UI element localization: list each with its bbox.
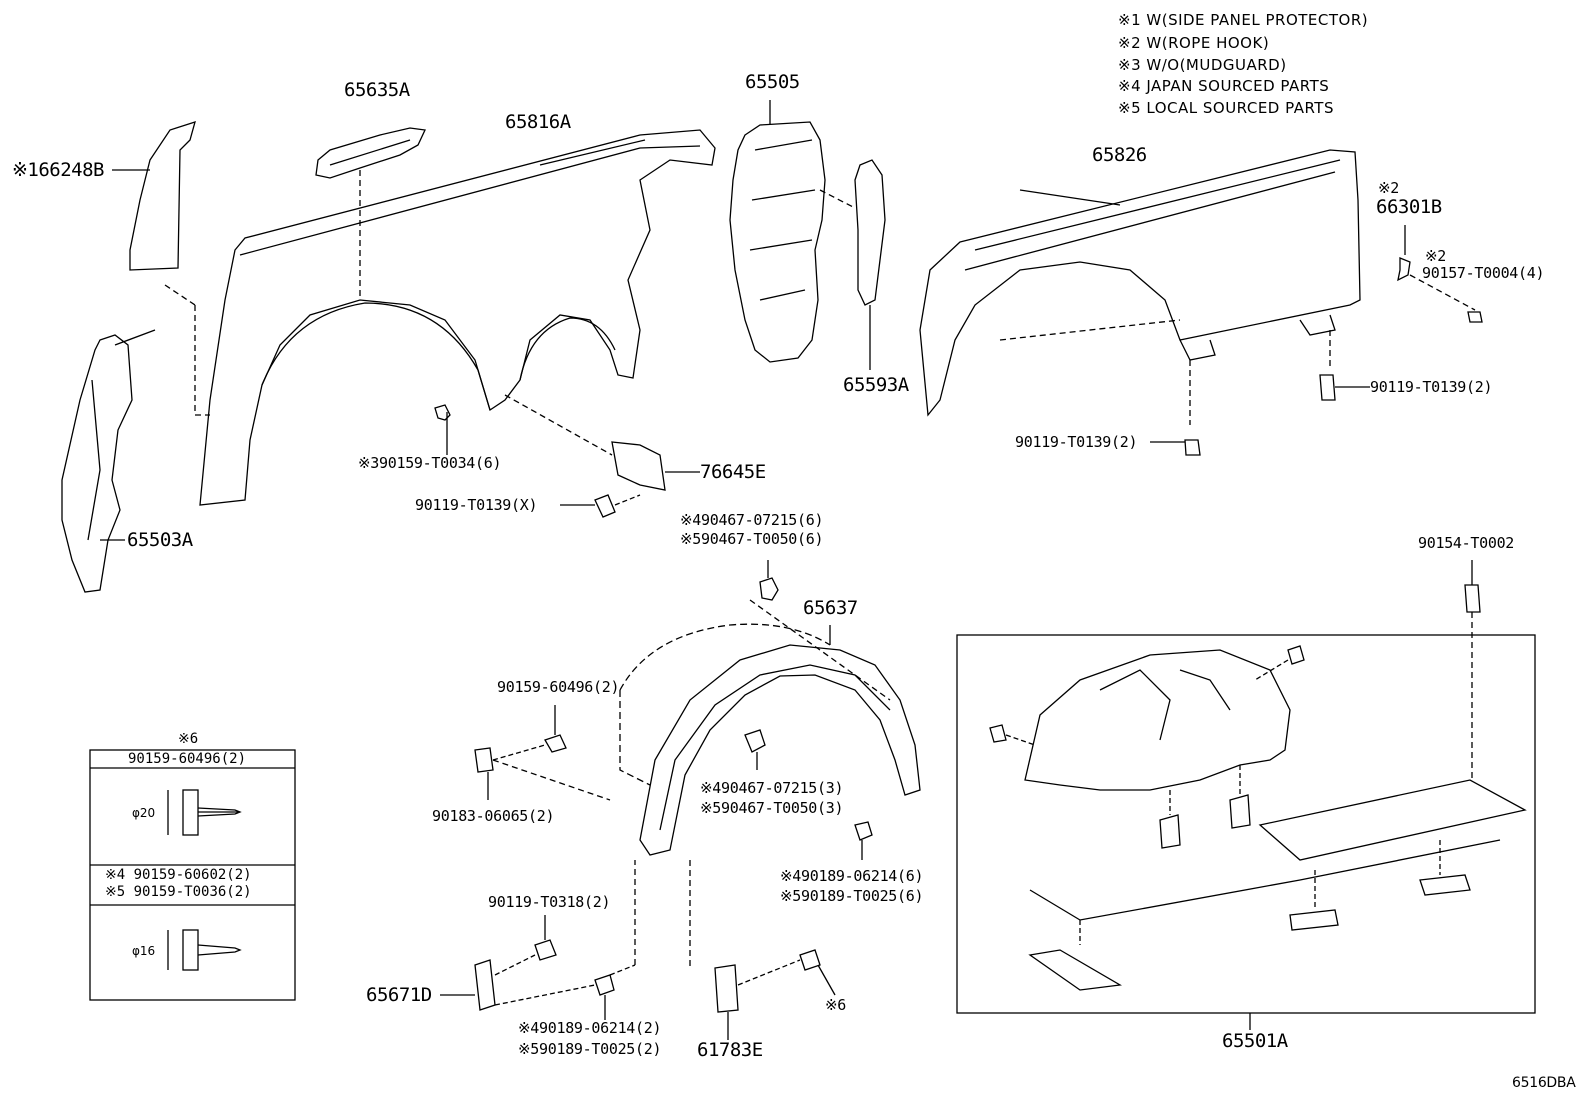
bolt-90119-T0318 xyxy=(534,915,557,961)
label-90467-a1: ※490467-07215(6) xyxy=(680,511,824,529)
label-65503A: 65503A xyxy=(127,529,193,551)
part-65816A-side-panel xyxy=(199,129,716,506)
label-66248B: ※166248B xyxy=(12,159,105,181)
label-90159-60496: 90159-60496(2) xyxy=(497,678,620,696)
label-90467-b1: ※490467-07215(3) xyxy=(700,779,844,797)
label-90154: 90154-T0002 xyxy=(1418,534,1515,552)
label-90467-b2: ※590467-T0050(3) xyxy=(700,799,844,817)
note-2: ※2 W(ROPE HOOK) xyxy=(1118,34,1270,52)
label-90119-r: 90119-T0139(2) xyxy=(1370,378,1493,396)
bolt-90119-T0139-r xyxy=(1319,374,1370,401)
label-66301B: 66301B xyxy=(1376,196,1442,218)
clip-90467-upper xyxy=(759,560,779,601)
label-90189-b1: ※490189-06214(2) xyxy=(518,1019,662,1037)
note-5: ※5 LOCAL SOURCED PARTS xyxy=(1118,99,1334,117)
bolt-90159-60496 xyxy=(544,705,567,753)
label-61783E: 61783E xyxy=(697,1039,763,1061)
label-65593A: 65593A xyxy=(843,374,909,396)
label-90467-a2: ※590467-T0050(6) xyxy=(680,530,824,548)
bracket-76645E xyxy=(504,394,700,491)
part-66248B-protector xyxy=(112,121,196,271)
note-3: ※3 W/O(MUDGUARD) xyxy=(1118,56,1287,74)
label-65826: 65826 xyxy=(1092,144,1147,166)
clip-90189-right xyxy=(854,821,873,860)
label-65501A: 65501A xyxy=(1222,1030,1288,1052)
nut-90183-06065 xyxy=(474,744,611,801)
label-65637: 65637 xyxy=(803,597,858,619)
legend-dim-1: φ20 xyxy=(132,806,156,820)
bolt-90119-T0139-c xyxy=(1150,439,1201,456)
part-66301B-hook xyxy=(1397,225,1483,323)
label-90189-a2: ※590189-T0025(6) xyxy=(780,887,924,905)
label-mark6: ※6 xyxy=(825,996,846,1014)
part-65637-liner xyxy=(619,599,921,856)
label-90183: 90183-06065(2) xyxy=(432,807,555,825)
label-90189-b2: ※590189-T0025(2) xyxy=(518,1040,662,1058)
label-90157: 90157-T0004(4) xyxy=(1422,264,1545,282)
bolt-90154-T0002 xyxy=(1464,560,1481,780)
label-65671D: 65671D xyxy=(366,984,432,1006)
label-65505: 65505 xyxy=(745,71,800,93)
part-65826-inner-panel xyxy=(919,149,1361,425)
label-65816A: 65816A xyxy=(505,111,571,133)
fastener-legend-box xyxy=(89,749,296,1001)
label-90119-x: 90119-T0139(X) xyxy=(415,496,538,514)
part-65501A-box xyxy=(956,634,1536,1030)
legend-dim-2: φ16 xyxy=(132,944,156,958)
bolt-90119-T0139-x xyxy=(560,494,641,518)
note-4: ※4 JAPAN SOURCED PARTS xyxy=(1118,77,1330,95)
legend-header: 90159-60496(2) xyxy=(128,751,247,767)
label-90119-c: 90119-T0139(2) xyxy=(1015,433,1138,451)
note-1: ※1 W(SIDE PANEL PROTECTOR) xyxy=(1118,11,1369,29)
label-76645E: 76645E xyxy=(700,461,766,483)
legend-mark: ※6 xyxy=(178,731,199,747)
part-65503A-extension xyxy=(61,329,156,593)
bracket-65671D xyxy=(440,954,596,1011)
clip-90467-mid xyxy=(744,729,766,770)
label-90119-T0318: 90119-T0318(2) xyxy=(488,893,611,911)
part-65635A-bracket xyxy=(315,127,426,300)
label-66301B-mark: ※2 xyxy=(1378,179,1399,197)
label-65635A: 65635A xyxy=(344,79,410,101)
part-65593A-strip xyxy=(819,159,886,370)
label-90159-T0034: ※390159-T0034(6) xyxy=(358,454,502,472)
drawing-code: 6516DBA xyxy=(1512,1075,1576,1091)
plate-61783E xyxy=(689,860,836,1040)
legend-alt-1: ※4 90159-60602(2) xyxy=(105,867,252,883)
label-90189-a1: ※490189-06214(6) xyxy=(780,867,924,885)
clip-90189-lower xyxy=(594,860,636,1020)
legend-alt-2: ※5 90159-T0036(2) xyxy=(105,884,252,900)
bolt-90159-T0034 xyxy=(434,404,451,455)
part-65505-panel xyxy=(729,100,826,363)
label-90157-mark: ※2 xyxy=(1425,247,1446,265)
